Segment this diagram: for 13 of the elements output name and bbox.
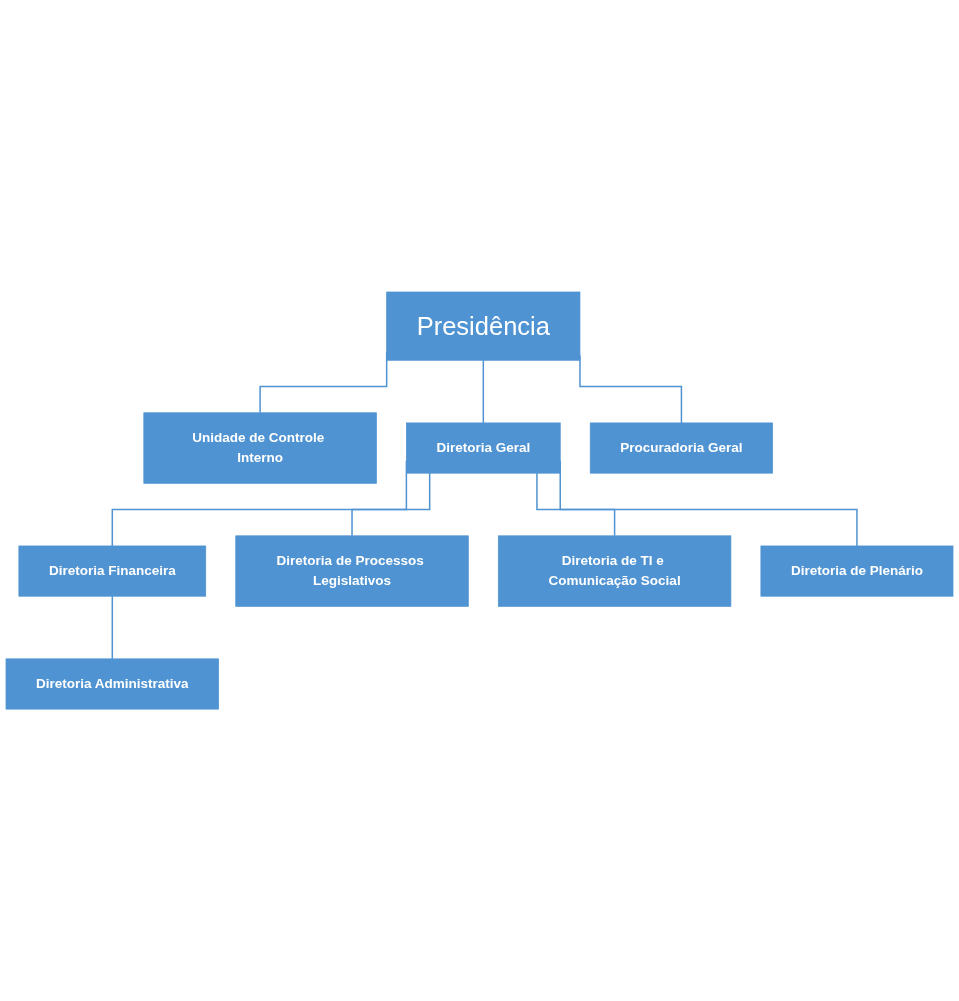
node-box: Diretoria de Processos Legislativos <box>235 535 469 607</box>
connector <box>351 472 431 537</box>
connector <box>536 472 616 537</box>
node-box: Diretoria Geral <box>406 422 561 474</box>
node-box: Diretoria de TI e Comunicação Social <box>497 535 732 607</box>
node-box: Unidade de Controle Interno <box>143 412 377 484</box>
connector <box>482 359 485 424</box>
node-box: Diretoria de Plenário <box>760 545 954 597</box>
node-box: Procuradoria Geral <box>589 422 773 474</box>
node-box: Diretoria Financeira <box>18 545 207 597</box>
node-box: Diretoria Administrativa <box>5 658 219 710</box>
node-box: Presidência <box>386 291 581 361</box>
connector <box>111 595 114 660</box>
